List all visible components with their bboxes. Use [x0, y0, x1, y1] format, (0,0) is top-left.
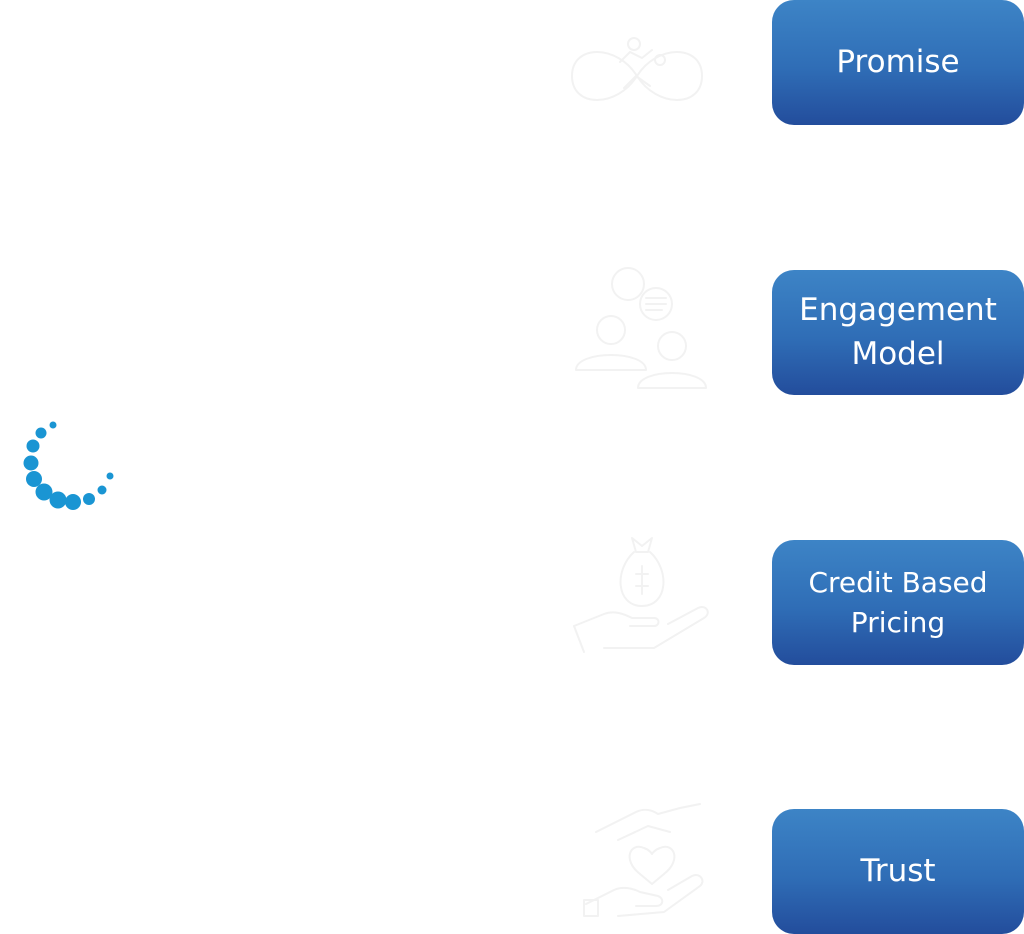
hand-money-bag-icon — [566, 530, 716, 660]
engagement-model-box[interactable]: Engagement Model — [772, 270, 1024, 395]
people-chat-icon — [566, 262, 716, 392]
promise-box[interactable]: Promise — [772, 0, 1024, 125]
credit-based-pricing-box[interactable]: Credit Based Pricing — [772, 540, 1024, 665]
logo-dots-icon — [23, 421, 114, 510]
hand-heart-icon — [578, 790, 728, 920]
trust-box[interactable]: Trust — [772, 809, 1024, 934]
infinity-handshake-icon — [562, 14, 712, 144]
